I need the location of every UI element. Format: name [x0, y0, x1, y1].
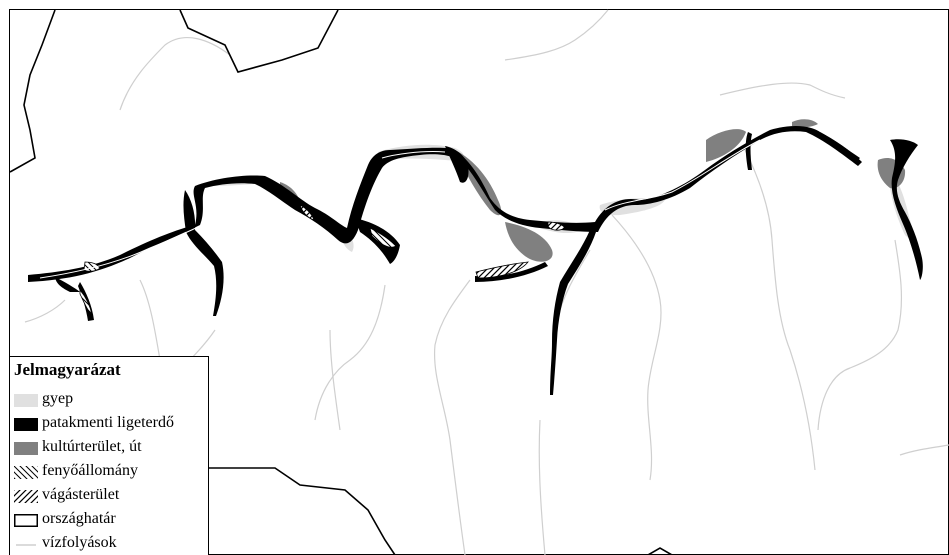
legend-label: vágásterület	[42, 486, 120, 503]
grassland-swatch-icon	[14, 394, 38, 407]
grassland-layer	[210, 144, 914, 252]
cultivated-swatch-icon	[14, 442, 38, 455]
map-legend: Jelmagyarázat gyep patakmenti ligeterdő …	[9, 356, 209, 555]
riparian-forest-swatch-icon	[14, 418, 38, 431]
legend-item-cultivated: kultúrterület, út	[14, 436, 210, 458]
legend-label: gyep	[42, 390, 74, 407]
legend-item-coniferous: fenyőállomány	[14, 460, 210, 482]
legend-item-clearing: vágásterület	[14, 484, 210, 506]
legend-item-border: országhatár	[14, 508, 210, 530]
channel-accents	[39, 139, 761, 279]
country-border-layer	[9, 9, 673, 555]
legend-label: patakmenti ligeterdő	[42, 414, 174, 431]
border-swatch-icon	[14, 514, 38, 527]
legend-label: kultúrterület, út	[42, 438, 142, 455]
legend-item-streams: vízfolyások	[14, 532, 210, 554]
coniferous-swatch-icon	[14, 466, 38, 479]
legend-label: vízfolyások	[42, 534, 117, 551]
legend-item-grassland: gyep	[14, 388, 210, 410]
legend-label: országhatár	[42, 510, 116, 527]
legend-label: fenyőállomány	[42, 462, 138, 479]
streams-swatch-icon	[16, 544, 36, 546]
clearing-layer	[299, 204, 566, 279]
legend-item-riparian-forest: patakmenti ligeterdő	[14, 412, 210, 434]
legend-title: Jelmagyarázat	[14, 360, 121, 379]
streams-layer	[24, 9, 949, 555]
clearing-swatch-icon	[14, 490, 38, 503]
